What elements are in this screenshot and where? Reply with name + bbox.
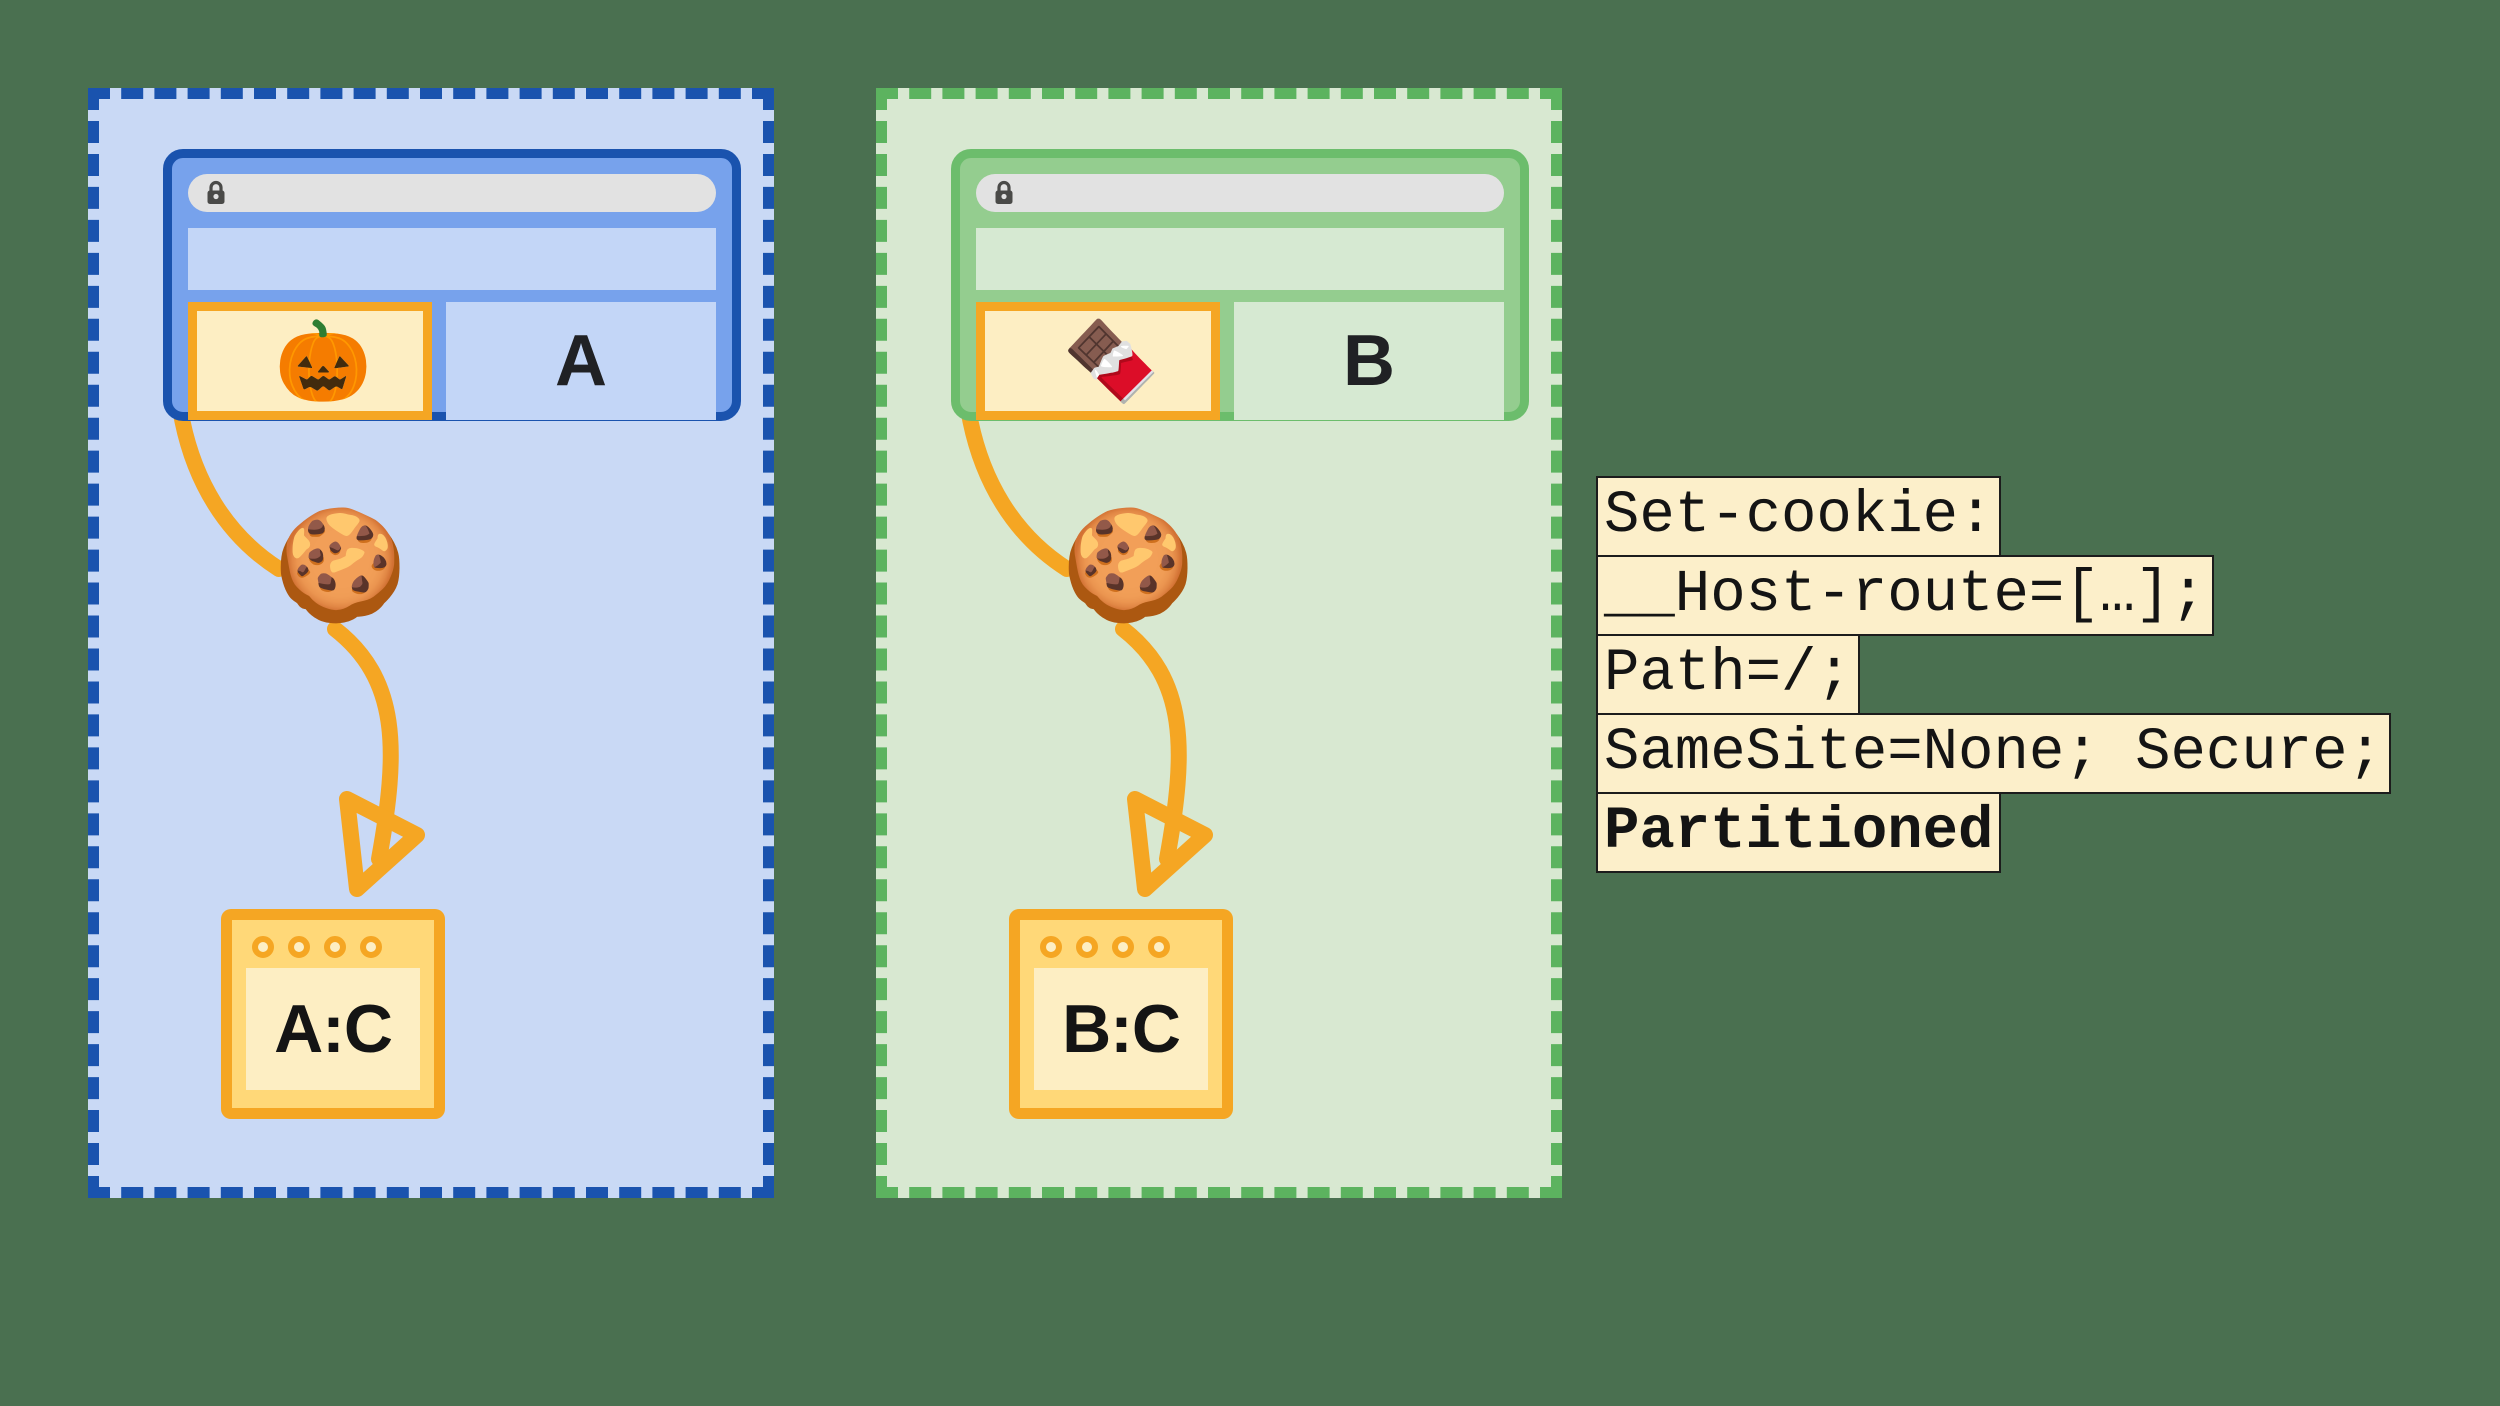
storage-titlebar-dots-b <box>1034 936 1208 958</box>
storage-dot <box>252 936 274 958</box>
site-panel-a: A <box>446 302 716 420</box>
storage-dot <box>360 936 382 958</box>
storage-dot <box>288 936 310 958</box>
storage-titlebar-dots-a <box>246 936 420 958</box>
storage-box-b[interactable]: B:C <box>1009 909 1233 1119</box>
cookie-icon-b: 🍪 <box>1061 504 1196 625</box>
cookie-icon-a: 🍪 <box>273 504 408 625</box>
code-line-samesite-secure: SameSite=None; Secure; <box>1596 713 2391 794</box>
storage-label-b: B:C <box>1062 991 1181 1067</box>
code-line-path: Path=/; <box>1596 634 1860 715</box>
set-cookie-header-block: Set-cookie: __Host-route=[…]; Path=/; Sa… <box>1596 476 2391 873</box>
chocolate-bar-icon: 🍫 <box>1062 317 1160 405</box>
lock-icon <box>207 180 225 204</box>
jack-o-lantern-icon: 🎃 <box>274 317 372 405</box>
browser-window-a[interactable]: 🎃 A <box>163 149 741 421</box>
storage-dot <box>324 936 346 958</box>
code-line-partitioned: Partitioned <box>1596 792 2002 873</box>
storage-dot <box>1148 936 1170 958</box>
site-letter-b: B <box>1343 321 1395 401</box>
storage-label-a: A:C <box>274 991 393 1067</box>
page-content-row-b: 🍫 B <box>976 302 1504 420</box>
lock-icon <box>995 180 1013 204</box>
storage-box-a[interactable]: A:C <box>221 909 445 1119</box>
page-content-row-a: 🎃 A <box>188 302 716 420</box>
site-letter-a: A <box>555 321 607 401</box>
browser-window-b[interactable]: 🍫 B <box>951 149 1529 421</box>
site-panel-b: B <box>1234 302 1504 420</box>
partition-a-container: 🎃 A 🍪 A:C <box>88 88 774 1198</box>
code-line-set-cookie: Set-cookie: <box>1596 476 2002 557</box>
url-bar-b[interactable] <box>976 174 1504 212</box>
code-line-host-route: __Host-route=[…]; <box>1596 555 2214 636</box>
storage-dot <box>1112 936 1134 958</box>
storage-dot <box>1040 936 1062 958</box>
embedded-frame-a[interactable]: 🎃 <box>188 302 432 420</box>
embedded-frame-b[interactable]: 🍫 <box>976 302 1220 420</box>
partition-b-container: 🍫 B 🍪 B:C <box>876 88 1562 1198</box>
storage-screen-b: B:C <box>1034 968 1208 1090</box>
storage-screen-a: A:C <box>246 968 420 1090</box>
storage-dot <box>1076 936 1098 958</box>
page-content-strip-b <box>976 228 1504 290</box>
page-content-strip-a <box>188 228 716 290</box>
url-bar-a[interactable] <box>188 174 716 212</box>
